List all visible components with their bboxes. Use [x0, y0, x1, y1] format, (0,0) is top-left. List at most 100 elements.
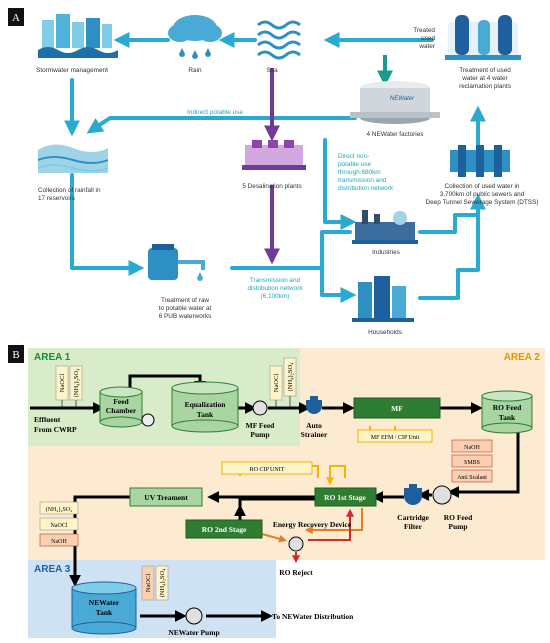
svg-text:NaOCl: NaOCl	[145, 574, 152, 593]
newater-tank: NEWater Tank	[71, 581, 137, 635]
dosing-anti-scalant-label: Anti Scalant	[457, 475, 487, 481]
svg-text:Pump: Pump	[250, 430, 269, 439]
flow-to-households	[230, 266, 357, 303]
ro-cip-line-1	[326, 465, 346, 486]
svg-text:(NH₄)₂SO₄: (NH₄)₂SO₄	[287, 362, 294, 392]
label-newater-factories: 4 NEWater factories	[367, 131, 424, 138]
distribution-label: To NEWater Distribution	[272, 612, 354, 621]
erd-return-line	[308, 508, 354, 541]
svg-text:Tank: Tank	[96, 608, 113, 617]
label-collection-rainfall: Collection of rainfall in 17 reservoirs	[38, 187, 101, 202]
panel-b: B AREA 1 AREA 2 AREA 3 NaOCl (NH₄)₂SO₄ N…	[8, 345, 545, 638]
svg-text:distribution network: distribution network	[338, 185, 394, 192]
ro-feed-tank: RO Feed Tank	[481, 390, 533, 434]
svg-text:Treatment of raw: Treatment of raw	[161, 297, 209, 304]
uv-label: UV Treament	[144, 493, 188, 502]
area1-label: AREA 1	[34, 352, 71, 363]
ro-2nd-stage-unit	[185, 519, 263, 539]
svg-text:NaOCl: NaOCl	[59, 374, 66, 393]
label-mf-feed-pump: MF Feed Pump	[246, 421, 275, 439]
svg-text:(NH₄)₂SO₄: (NH₄)₂SO₄	[159, 568, 166, 598]
label-ro-feed-pump: RO Feed Pump	[444, 513, 473, 531]
svg-text:distribution network: distribution network	[247, 285, 303, 292]
treated-used-water-label: Treated used water	[413, 27, 436, 50]
dosing-nh4so4-3	[39, 501, 79, 515]
flow-indirect-potable	[86, 116, 357, 134]
mf-efm-label: MF EFM / CIP Unit	[371, 435, 420, 441]
panel-a: A St	[8, 8, 538, 336]
label-direct-non-potable: Direct non- potable use through 680km tr…	[338, 153, 394, 192]
dosing-naocl-1: NaOCl	[55, 365, 69, 401]
label-desalination: 5 Desalination plants	[242, 183, 301, 190]
dosing-nh4so4-4: (NH₄)₂SO₄	[155, 565, 169, 601]
panel-b-label: B	[12, 349, 19, 361]
svg-text:17 reservoirs: 17 reservoirs	[38, 195, 75, 202]
label-rain: Rain	[188, 67, 202, 74]
svg-text:potable use: potable use	[338, 161, 371, 168]
dosing-naocl-3-label: NaOCl	[51, 523, 68, 529]
label-effluent: Effluent From CWRP	[34, 415, 77, 434]
svg-text:Deep Tunnel Sewerage System (D: Deep Tunnel Sewerage System (DTSS)	[426, 199, 539, 206]
mf-unit	[353, 397, 441, 419]
erd-line-2	[261, 533, 288, 543]
flow-direct-non-potable	[323, 138, 357, 230]
feed-pump-icon	[141, 413, 155, 427]
svg-text:From CWRP: From CWRP	[34, 425, 77, 434]
label-transmission: Transmission and distribution network (6…	[247, 277, 303, 300]
dosing-naoh-2	[451, 439, 493, 453]
label-treatment-used-water: Treatment of used water at 4 water recla…	[459, 67, 511, 90]
label-treatment-raw: Treatment of raw to potable water at 6 P…	[159, 297, 212, 320]
flow-to-ro-feed-pump	[447, 425, 520, 498]
flow-uv-to-tank	[69, 495, 130, 587]
flow-to-industries-branch	[320, 230, 352, 270]
erd-pump-icon	[288, 536, 304, 552]
ro-cip-unit	[221, 461, 313, 475]
dosing-anti-scalant	[451, 469, 493, 483]
mf-feed-pump-icon	[252, 400, 268, 416]
svg-text:Transmission and: Transmission and	[250, 277, 301, 284]
svg-text:water at 4 water: water at 4 water	[461, 75, 508, 82]
industries-icon	[352, 210, 418, 244]
dosing-naocl-2: NaOCl	[269, 365, 283, 401]
svg-text:RO Feed: RO Feed	[444, 513, 473, 522]
erd-line-1	[304, 508, 363, 534]
dosing-naocl-3	[39, 517, 79, 531]
label-collection-used-water: Collection of used water in 3,700km of p…	[426, 183, 539, 206]
svg-text:used: used	[421, 35, 435, 42]
ro-2nd-label: RO 2nd Stage	[202, 525, 247, 534]
label-cartridge-filter: Cartridge Filter	[397, 513, 429, 531]
label-households: Households	[368, 329, 402, 336]
dosing-naoh-2-label: NaOH	[464, 445, 480, 451]
feed-chamber: Feed Chamber	[99, 386, 143, 428]
sea-waves-icon	[257, 20, 301, 60]
rain-cloud-icon	[168, 15, 222, 59]
svg-text:water: water	[418, 43, 435, 50]
svg-text:NaOCl: NaOCl	[273, 374, 280, 393]
dosing-naoh-3-label: NaOH	[51, 539, 67, 545]
mf-label: MF	[391, 404, 403, 413]
svg-text:through 680km: through 680km	[338, 169, 381, 176]
svg-text:6 PUB waterworks: 6 PUB waterworks	[159, 313, 212, 320]
reclamation-plant-icon	[445, 15, 521, 60]
dosing-nh4so4-1: (NH₄)₂SO₄	[69, 365, 83, 401]
label-auto-strainer: Auto Strainer	[301, 421, 328, 439]
svg-text:MF Feed: MF Feed	[246, 421, 275, 430]
panel-a-label-box	[8, 8, 24, 26]
svg-text:Equalization: Equalization	[185, 400, 227, 409]
area2-background	[275, 348, 545, 560]
label-sea: Sea	[266, 67, 278, 74]
dosing-nh4so4-2: (NH₄)₂SO₄	[283, 357, 297, 397]
ro-reject-label: RO Reject	[279, 568, 313, 577]
svg-text:Treated: Treated	[413, 27, 435, 34]
ro-1st-stage-unit	[314, 487, 377, 507]
area2-label: AREA 2	[504, 352, 541, 363]
svg-text:Auto: Auto	[306, 421, 322, 430]
desalination-plant-icon	[242, 140, 306, 170]
svg-text:RO Feed: RO Feed	[493, 403, 522, 412]
svg-text:Treatment of used: Treatment of used	[459, 67, 511, 74]
svg-text:Chamber: Chamber	[106, 406, 137, 415]
dosing-naoh-3	[39, 533, 79, 547]
stormwater-icon	[38, 14, 118, 58]
dosing-smbs-label: SMBS	[464, 460, 480, 466]
dosing-naocl-4: NaOCl	[141, 565, 155, 601]
